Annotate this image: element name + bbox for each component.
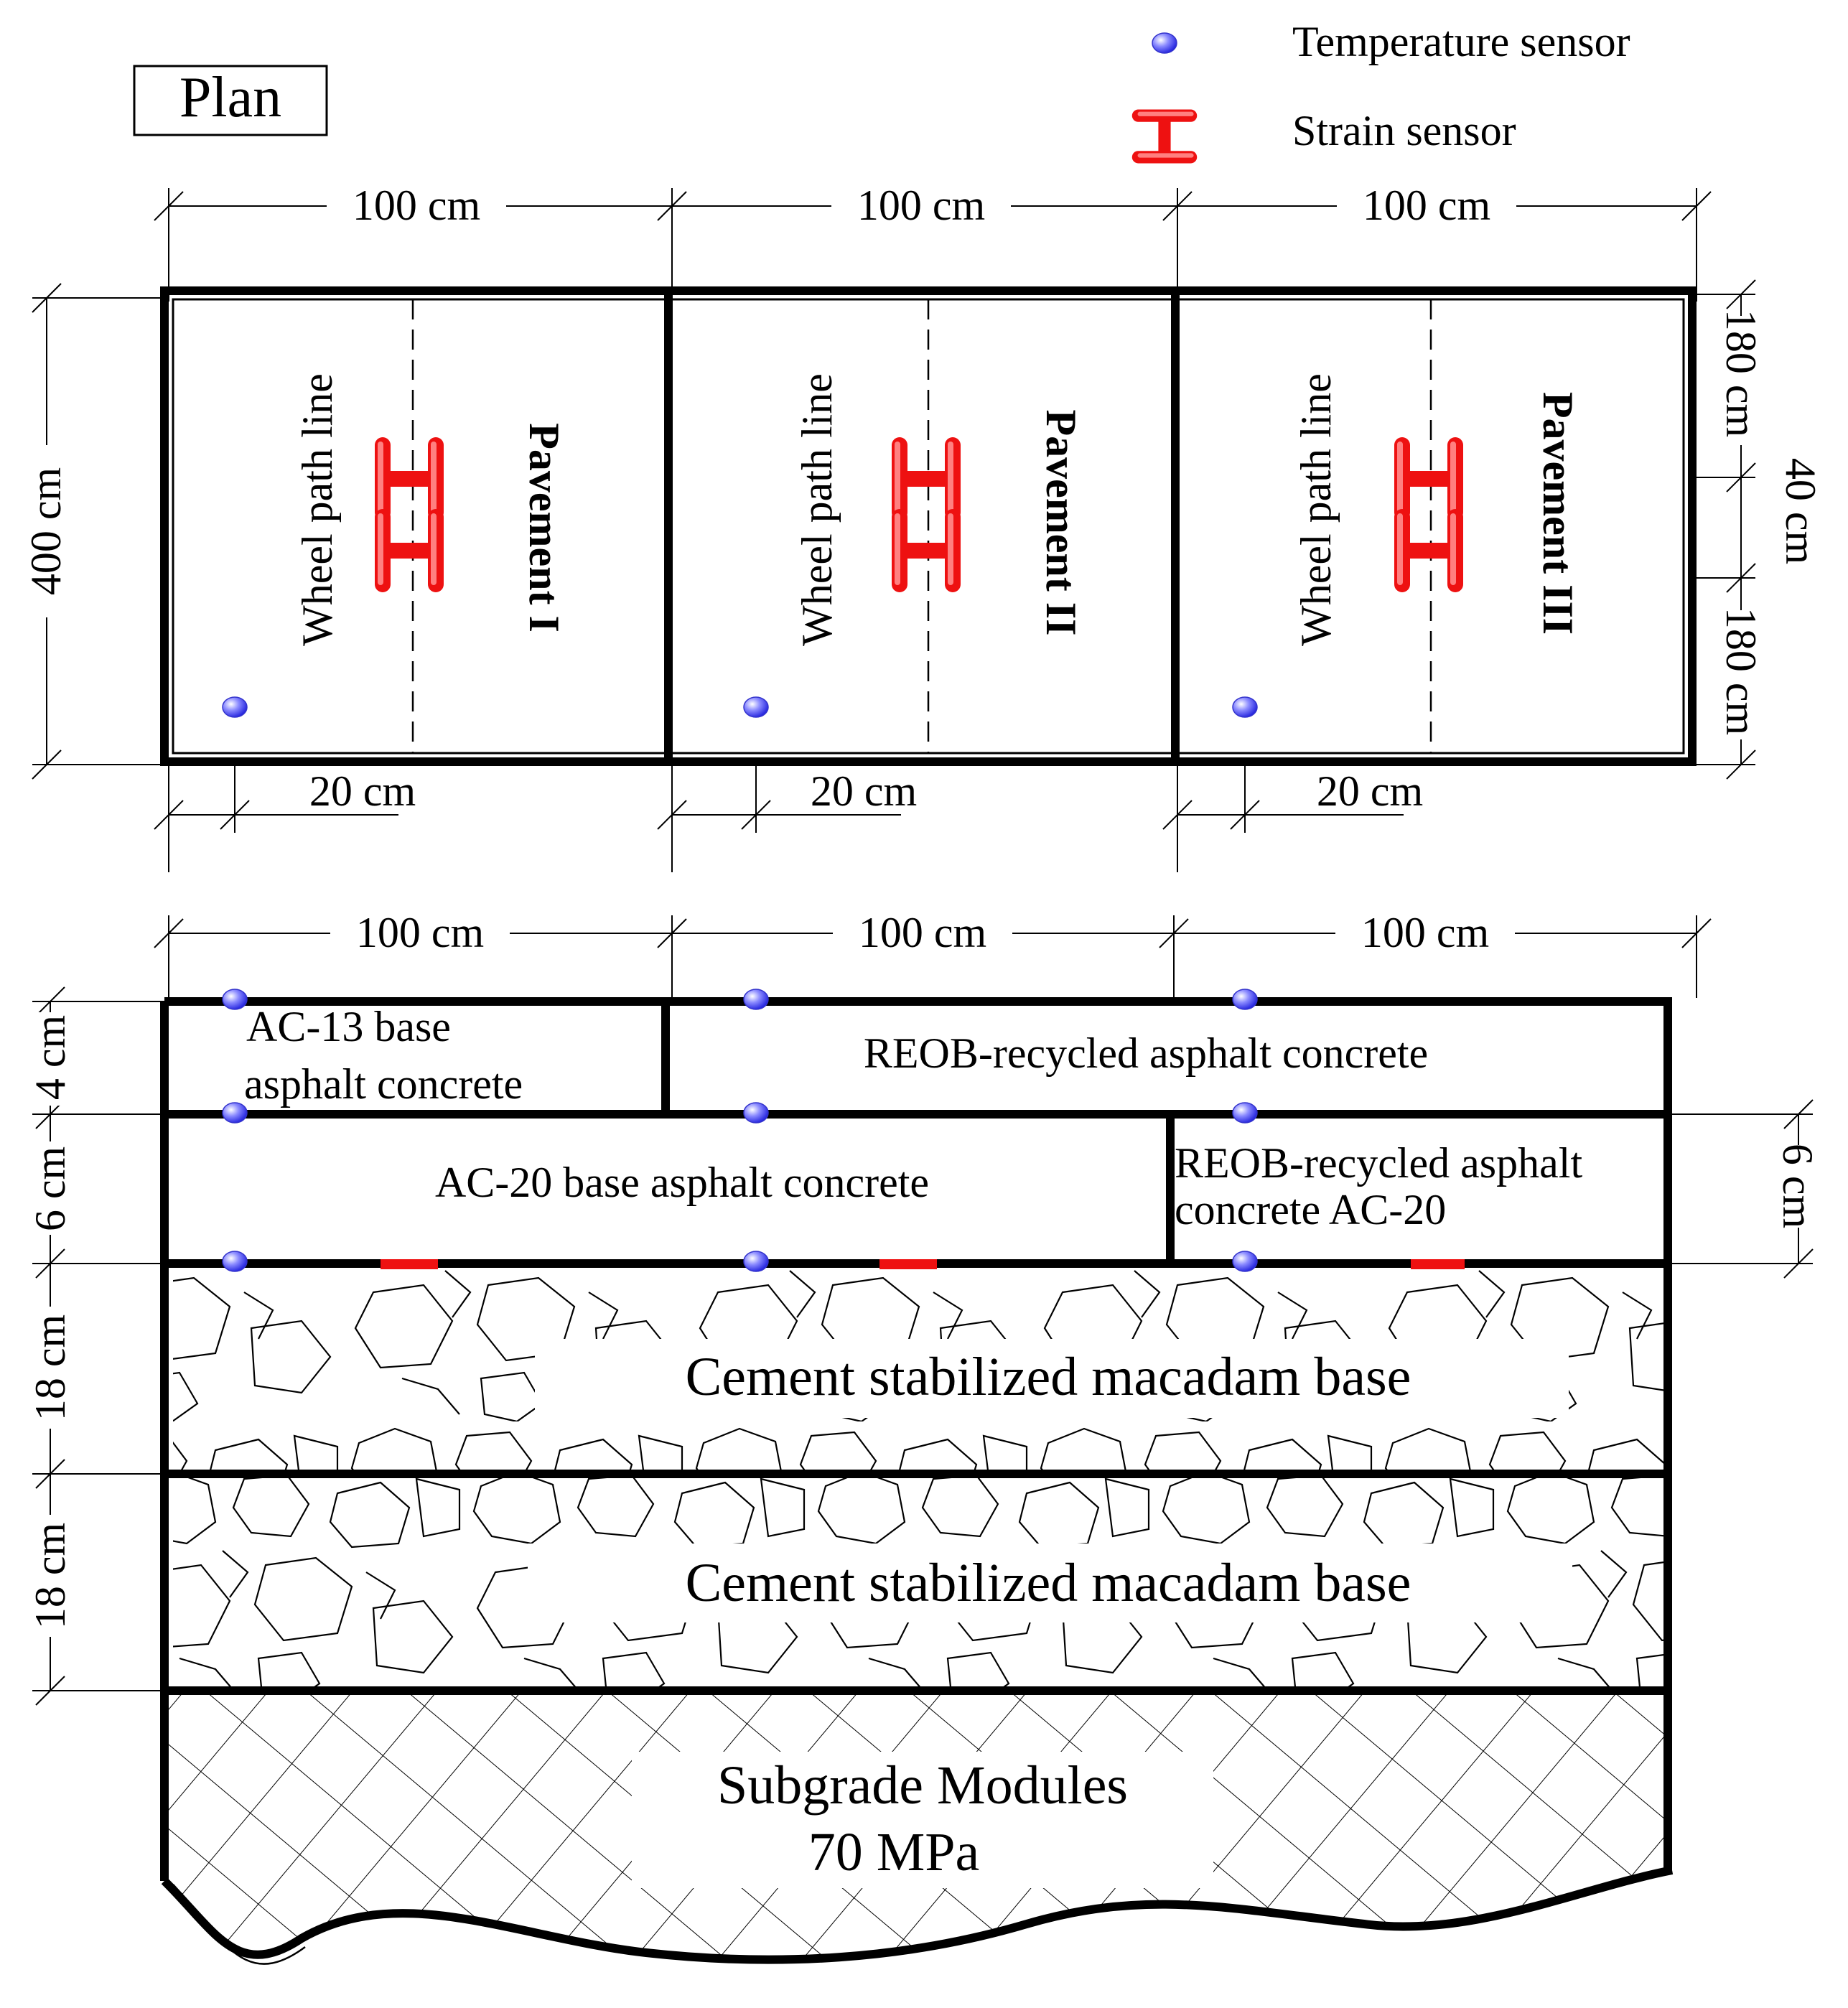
- pavement-label-3: Pavement III: [1534, 392, 1582, 635]
- offset-label-3: 20 cm: [1317, 767, 1423, 815]
- wheel-path-label-2: Wheel path line: [793, 373, 841, 646]
- section-width-1: 100 cm: [356, 909, 484, 956]
- strain-sensor-icon: [375, 509, 444, 592]
- wheel-path-lines: [411, 299, 1432, 753]
- temperature-sensor-icon: [1232, 696, 1258, 718]
- wheel-path-label-1: Wheel path line: [294, 373, 341, 646]
- offset-label-2: 20 cm: [811, 767, 917, 815]
- section-top-dimensions: 100 cm 100 cm 100 cm: [154, 907, 1712, 998]
- reob-top-label: REOB-recycled asphalt concrete: [864, 1029, 1428, 1077]
- temperature-sensor-icon: [222, 696, 248, 718]
- right-thickness-label: 6 cm: [1774, 1144, 1821, 1228]
- strain-sensor-icon: [375, 437, 444, 520]
- section-right-dimension: 6 cm: [1672, 1099, 1821, 1279]
- pavement-label-1: Pavement I: [521, 423, 568, 632]
- base1-label-bg: [535, 1339, 1569, 1418]
- plan-right-dimensions: 180 cm 40 cm 180 cm: [1692, 279, 1824, 780]
- temperature-sensor-icon: [743, 1102, 769, 1124]
- ac20-label: AC-20 base asphalt concrete: [435, 1159, 929, 1206]
- temperature-sensor-icon: [222, 1102, 248, 1124]
- thickness-label-4: 18 cm: [27, 1523, 74, 1629]
- subgrade-label-bg: [632, 1752, 1213, 1888]
- temperature-sensor-legend-icon: [1152, 32, 1177, 54]
- strain-sensor-icon: [892, 437, 961, 520]
- legend-temperature-label: Temperature sensor: [1292, 18, 1630, 65]
- plan-offset-dimensions: 20 cm 20 cm 20 cm: [154, 765, 1423, 872]
- plan-length-dimension: 400 cm: [22, 283, 169, 780]
- plan-top-dimensions: 100 cm 100 cm 100 cm: [154, 179, 1712, 302]
- section-width-3: 100 cm: [1361, 909, 1489, 956]
- plan-temperature-sensors: [222, 696, 1258, 718]
- wheel-path-label-3: Wheel path line: [1292, 373, 1340, 646]
- plan-title: Plan: [179, 66, 281, 129]
- plan-title-box: Plan: [133, 65, 328, 136]
- section-strain-sensors: [381, 1259, 1465, 1269]
- base2-label-bg: [528, 1544, 1572, 1622]
- section-left-dimensions: 4 cm 6 cm 18 cm 18 cm: [27, 986, 164, 1706]
- temperature-sensor-icon: [1232, 1251, 1258, 1272]
- thickness-label-1: 4 cm: [27, 1015, 74, 1100]
- ac13-label-line1: AC-13 base: [246, 1003, 451, 1050]
- plan-width-3: 100 cm: [1363, 182, 1490, 229]
- strain-sensor-legend-icon: [1131, 109, 1198, 164]
- plan-width-1: 100 cm: [353, 182, 480, 229]
- temperature-sensor-icon: [743, 1251, 769, 1272]
- strain-sensor-icon: [381, 1259, 438, 1269]
- pavement-label-2: Pavement II: [1037, 410, 1085, 636]
- offset-label-1: 20 cm: [309, 767, 416, 815]
- temperature-sensor-icon: [1232, 1102, 1258, 1124]
- right-dim-middle: 40 cm: [1777, 458, 1824, 564]
- right-dim-bottom: 180 cm: [1717, 607, 1765, 735]
- right-dim-top: 180 cm: [1717, 309, 1765, 437]
- plan-length-label: 400 cm: [22, 467, 70, 595]
- section-width-2: 100 cm: [859, 909, 986, 956]
- macadam-base-label-2: Cement stabilized macadam base: [686, 1553, 1411, 1613]
- temperature-sensor-icon: [743, 696, 769, 718]
- reob-mid-label-line2: concrete AC-20: [1175, 1186, 1446, 1233]
- strain-sensor-icon: [1394, 509, 1463, 592]
- strain-sensor-icon: [879, 1259, 937, 1269]
- reob-mid-label-line1: REOB-recycled asphalt: [1175, 1139, 1582, 1187]
- legend-strain-label: Strain sensor: [1292, 107, 1516, 154]
- thickness-label-2: 6 cm: [27, 1147, 74, 1231]
- subgrade-label-line1: Subgrade Modules: [717, 1755, 1128, 1816]
- legend: Temperature sensor Strain sensor: [1131, 18, 1630, 164]
- subgrade-label-line2: 70 MPa: [808, 1822, 980, 1882]
- temperature-sensor-icon: [1232, 989, 1258, 1010]
- strain-sensor-icon: [1411, 1259, 1465, 1269]
- strain-sensor-icon: [892, 509, 961, 592]
- temperature-sensor-icon: [743, 989, 769, 1010]
- macadam-base-label-1: Cement stabilized macadam base: [686, 1347, 1411, 1407]
- strain-sensor-icon: [1394, 437, 1463, 520]
- temperature-sensor-icon: [222, 1251, 248, 1272]
- temperature-sensor-icon: [222, 989, 248, 1010]
- thickness-label-3: 18 cm: [27, 1314, 74, 1421]
- plan-width-2: 100 cm: [857, 182, 985, 229]
- ac13-label-line2: asphalt concrete: [244, 1060, 523, 1108]
